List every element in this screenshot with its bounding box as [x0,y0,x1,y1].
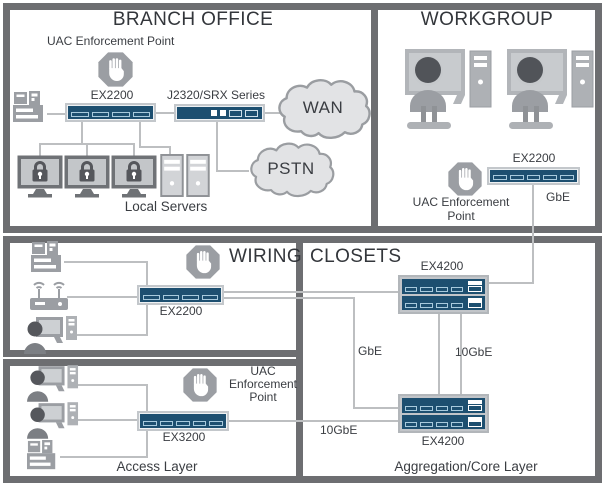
monitor-lock-icon [63,154,111,198]
ten-gbe-link-label: 10GbE [455,345,493,359]
connector-line [169,147,171,156]
stop-hand-icon [185,244,221,280]
ex3200-switch-device [137,411,229,431]
server-tower-icon [160,154,184,197]
top-stack-label: EX4200 [420,259,464,273]
branch-uac-label: UAC Enforcement Point [47,34,175,48]
connector-line [77,419,140,421]
user-workstation-icon [397,46,494,131]
connector-line [146,303,148,336]
ex2200-switch-device [65,103,156,122]
printer-icon [26,440,60,472]
server-tower-icon [186,154,210,197]
wan-label: WAN [302,98,344,117]
monitor-lock-icon [16,154,64,198]
connector-line [47,113,68,115]
workgroup-title: WORKGROUP [420,9,554,30]
workgroup-uac-label-line2: Point [447,209,475,223]
connector-line [226,420,399,422]
j2320-srx-device [174,104,265,122]
branch-switch-label: EX2200 [90,88,134,102]
aggregation-core-panel [296,236,602,483]
printer-icon [30,241,66,275]
connector-line [460,313,462,395]
connector-line [216,170,249,172]
connector-line [77,384,148,386]
ex4200-stack-device [398,275,489,314]
ten-gbe-bottom-link-label: 10GbE [320,423,358,437]
stop-hand-icon [97,51,134,88]
ex2200-switch-device [137,285,224,305]
connector-line [220,291,399,293]
workgroup-panel [371,3,602,233]
wiring-top-switch-label: EX2200 [159,304,203,318]
printer-icon [12,91,48,125]
connector-line [64,261,148,263]
connector-line [146,384,148,415]
workgroup-gbe-label: GbE [546,190,571,204]
connector-line [216,119,218,172]
user-workstation-icon [24,316,78,354]
stop-hand-icon [182,367,218,403]
connector-line [153,112,177,114]
pstn-label: PSTN [267,159,315,178]
stop-hand-icon [447,161,483,197]
connector-line [353,407,399,409]
workgroup-switch-label: EX2200 [512,151,556,165]
monitor-lock-icon [110,154,158,198]
connector-line [67,296,139,298]
connector-line [86,144,88,156]
branch-office-title: BRANCH OFFICE [112,9,274,30]
bottom-stack-label: EX4200 [421,434,465,448]
connector-line [353,297,355,409]
wiring-uac-label-line1: UAC [250,364,276,378]
gbe-link-label: GbE [358,344,383,358]
connector-line [60,456,148,458]
connector-line [139,119,141,148]
connector-line [146,261,148,288]
connector-line [39,144,41,156]
connector-line [262,112,282,114]
connector-line [146,429,148,458]
wiring-bottom-switch-label: EX3200 [162,430,206,444]
user-workstation-icon [499,46,596,131]
workgroup-uac-label-line1: UAC Enforcement [412,195,510,209]
wiring-closets-title-left: WIRING [229,246,303,267]
wiring-closets-title-right: CLOSETS [310,246,402,267]
connector-line [76,334,148,336]
local-servers-label: Local Servers [124,199,208,214]
connector-line [81,119,83,145]
access-layer-label: Access Layer [116,459,198,474]
wiring-uac-label-line3: Point [249,390,277,404]
aggregation-layer-label: Aggregation/Core Layer [394,459,538,474]
user-workstation-icon [27,365,79,402]
user-workstation-icon [27,402,79,439]
connector-line [438,313,440,395]
branch-router-label: J2320/SRX Series [166,88,266,102]
connector-line [532,182,534,284]
wireless-ap-icon [27,280,71,313]
ex2200-switch-device [487,167,580,185]
connector-line [220,297,355,299]
wiring-uac-label-line2: Enforcement [228,377,298,391]
ex4200-stack-device [398,394,489,433]
connector-line [488,282,534,284]
connector-line [139,146,171,148]
connector-line [133,144,135,156]
